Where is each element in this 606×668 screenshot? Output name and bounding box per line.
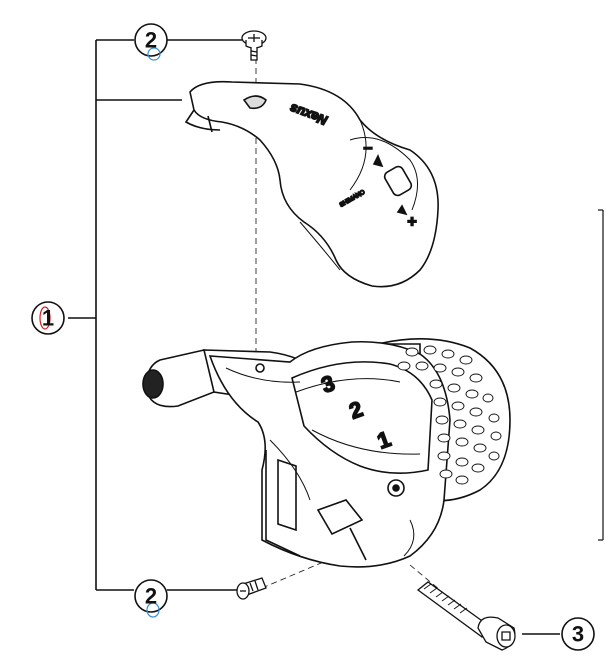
top-screw	[241, 30, 267, 61]
callout-2-bottom-label: 2	[145, 584, 157, 609]
callout-2-top: 2	[134, 23, 168, 61]
bottom-screw	[236, 577, 267, 600]
callout-2-bottom: 2	[134, 579, 168, 618]
callout-2-top-blue-mark	[147, 47, 161, 61]
mounting-bolt	[416, 581, 516, 651]
callout-3-label: 3	[572, 622, 584, 647]
callout-2-top-label: 2	[145, 28, 157, 53]
cover-plus-symbol: +	[407, 214, 416, 231]
callout-1-red-mark	[39, 306, 51, 330]
bracket-leader-lines	[68, 39, 560, 635]
cover-minus-symbol: –	[364, 140, 373, 157]
callout-1-label: 1	[42, 306, 54, 331]
callout-3: 3	[561, 617, 595, 651]
upper-cover: Nexus SHIMANO – +	[184, 80, 439, 288]
grip-dimples	[397, 345, 502, 485]
right-frame-line	[598, 209, 604, 541]
callout-2-bottom-blue-mark	[146, 602, 160, 618]
callout-1: 1	[31, 301, 65, 335]
